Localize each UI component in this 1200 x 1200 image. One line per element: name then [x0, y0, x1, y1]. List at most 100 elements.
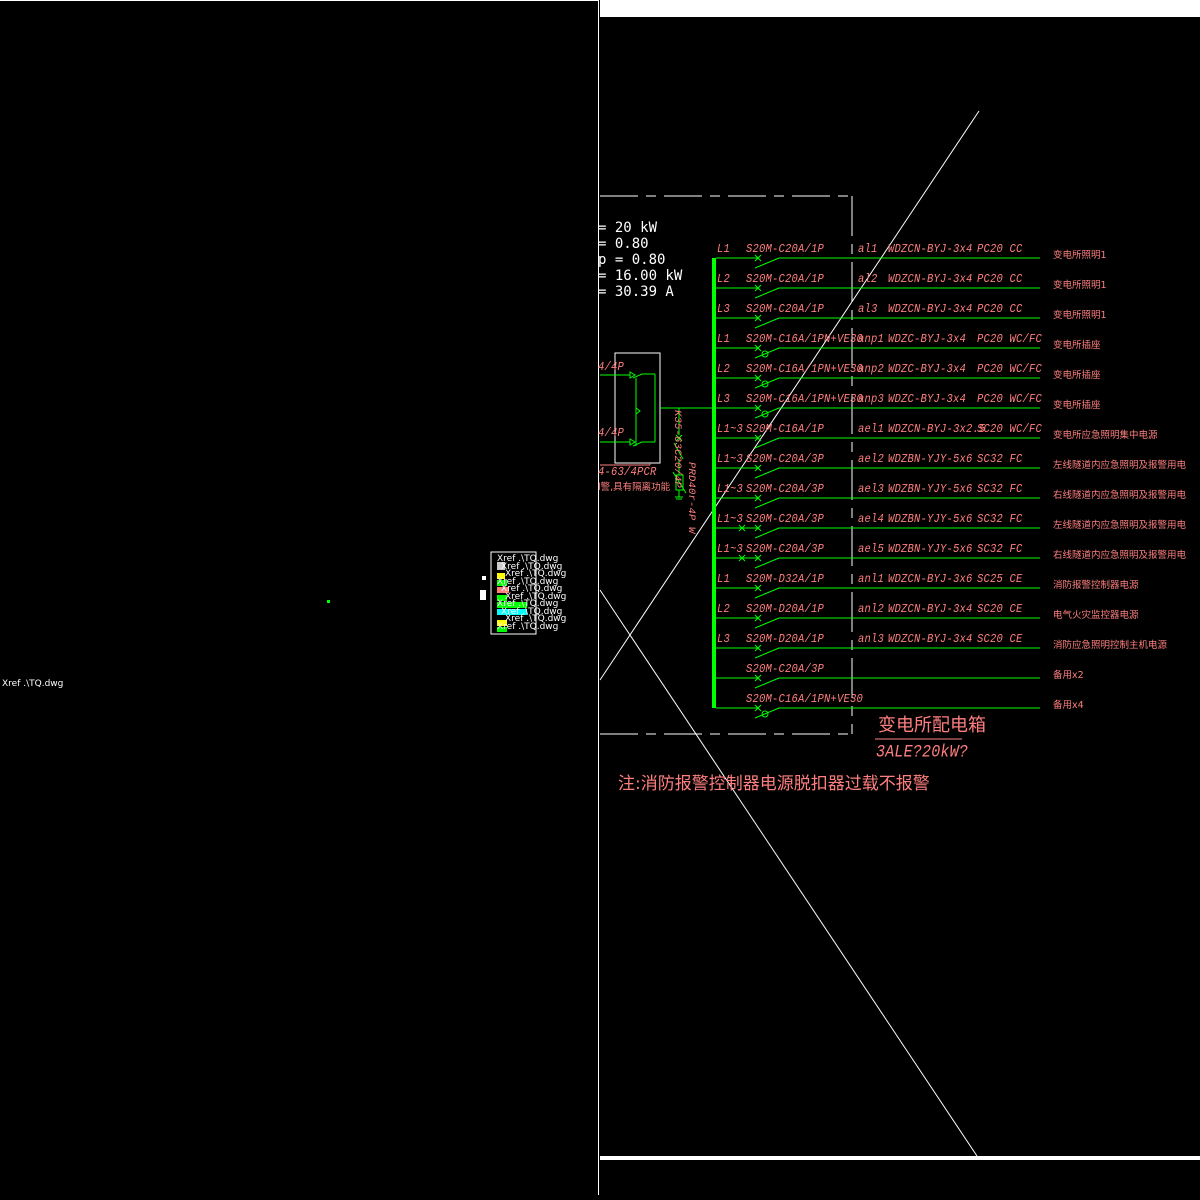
- xref-block-label: Xref .\TQ.dwg: [497, 576, 559, 587]
- breaker-x-mark: [754, 494, 762, 502]
- circuit-breaker: S20M-C20A/3P: [746, 542, 825, 557]
- circuit-id: al2: [858, 272, 878, 287]
- breaker-contact: [754, 647, 780, 659]
- circuit-breaker: S20M-C20A/3P: [746, 452, 825, 467]
- circuit-cable: WDZCN-BYJ-3x6: [888, 572, 973, 587]
- circuit-cable: WDZBN-YJY-5x6: [888, 482, 973, 497]
- breaker-x-mark: [754, 374, 762, 382]
- circuit-conduit: SC25 CE: [977, 572, 1023, 587]
- circuit-cable: WDZC-BYJ-3x4: [888, 362, 967, 377]
- circuit-conduit: SC32 FC: [977, 482, 1023, 497]
- circuit-description: 消防报警控制器电源: [1053, 580, 1139, 591]
- circuit-phase: L2: [717, 272, 731, 287]
- breaker-contact: [754, 557, 780, 569]
- circuit-breaker: S20M-C16A/1PN+VE30: [746, 392, 864, 407]
- circuit-phase: L3: [717, 392, 731, 407]
- circuit-phase: L3: [717, 302, 731, 317]
- xref-block-label: Xref .\TQ.dwg: [497, 621, 559, 632]
- circuit-phase: L1~3: [717, 482, 744, 497]
- surge-protector: [672, 408, 687, 500]
- circuit-cable: WDZCN-BYJ-3x4: [888, 242, 973, 257]
- circuit-conduit: SC20 WC/FC: [977, 422, 1043, 437]
- circuit-conduit: PC20 WC/FC: [977, 332, 1043, 347]
- circuit-conduit: SC32 FC: [977, 542, 1023, 557]
- circuit-breaker: S20M-C20A/3P: [746, 512, 825, 527]
- breaker-x-mark: [754, 434, 762, 442]
- ats-model: 4-63/4PCR: [598, 465, 657, 480]
- circuit-id: anl3: [858, 632, 885, 647]
- circuit-cable: WDZCN-BYJ-3x2.5: [888, 422, 986, 437]
- circuit-phase: L1~3: [717, 542, 744, 557]
- xref-block-label: Xref .\TQ.dwg: [505, 591, 567, 602]
- breaker-x-mark: [754, 254, 762, 262]
- circuit-conduit: PC20 CC: [977, 272, 1023, 287]
- breaker-contact: [754, 617, 780, 629]
- xref-block-label: Xref .\TQ.dwg: [497, 554, 559, 564]
- circuit-conduit: PC20 CC: [977, 242, 1023, 257]
- circuit-phase: L1: [717, 242, 731, 257]
- rcd-symbol: [761, 710, 769, 718]
- panel-code: 3ALE?20kW?: [876, 742, 969, 763]
- circuit-conduit: SC20 CE: [977, 632, 1023, 647]
- breaker-contact: [754, 677, 780, 689]
- rcd-symbol: [761, 350, 769, 358]
- incoming-breaker-bottom: 4/4P: [598, 426, 625, 441]
- calc-line-ijs: = 30.39 A: [598, 284, 674, 300]
- circuit-breaker: S20M-C20A/1P: [746, 242, 825, 257]
- circuit-breaker: S20M-D32A/1P: [746, 572, 825, 587]
- circuit-breaker: S20M-D20A/1P: [746, 632, 825, 647]
- xref-block-label: Xref .\TQ.dwg: [505, 569, 567, 579]
- xref-block[interactable]: [480, 551, 537, 635]
- circuit-description: 消防应急照明控制主机电源: [1053, 640, 1168, 651]
- circuit-phase: L1~3: [717, 452, 744, 467]
- circuit-description: 变电所照明1: [1053, 280, 1107, 291]
- circuit-description: 变电所照明1: [1053, 250, 1107, 261]
- breaker-x-mark: [754, 284, 762, 292]
- breaker-contact: [754, 497, 780, 509]
- circuit-cable: WDZCN-BYJ-3x4: [888, 632, 973, 647]
- breaker-x-mark: [738, 524, 746, 532]
- circuit-breaker: S20M-D20A/1P: [746, 602, 825, 617]
- circuit-phase: L3: [717, 632, 731, 647]
- circuit-breaker: S20M-C16A/1PN+VE30: [746, 332, 864, 347]
- circuit-cable: WDZCN-BYJ-3x4: [888, 302, 973, 317]
- circuit-phase: L2: [717, 602, 731, 617]
- circuit-cable: WDZC-BYJ-3x4: [888, 392, 967, 407]
- circuit-id: al3: [858, 302, 878, 317]
- rcd-symbol: [761, 410, 769, 418]
- circuit-id: anp3: [858, 392, 885, 407]
- xref-block-label: Xref .\TQ.dwg: [501, 584, 563, 594]
- main-busbar: [712, 258, 716, 708]
- circuit-id: anl2: [858, 602, 885, 617]
- circuit-breaker: S20M-C20A/1P: [746, 272, 825, 287]
- circuit-id: ael5: [858, 542, 885, 557]
- breaker-x-mark: [754, 524, 762, 532]
- breaker-x-mark: [754, 314, 762, 322]
- circuit-id: anp1: [858, 332, 885, 347]
- breaker-x-mark: [754, 584, 762, 592]
- breaker-contact: [754, 317, 780, 329]
- breaker-contact: [754, 257, 780, 269]
- circuit-description: 电气火灾监控器电源: [1053, 610, 1139, 621]
- incoming-breaker-top: 4/4P: [598, 360, 625, 375]
- panel-name: 变电所配电箱: [878, 715, 986, 736]
- breaker-contact: [754, 437, 780, 449]
- breaker-x-mark: [754, 464, 762, 472]
- circuit-description: 变电所插座: [1053, 340, 1101, 351]
- breaker-x-mark: [754, 704, 762, 712]
- circuit-description: 变电所插座: [1053, 370, 1101, 381]
- breaker-contact: [754, 377, 780, 389]
- xref-label-left: Xref .\TQ.dwg: [2, 679, 64, 689]
- breaker-contact: [754, 587, 780, 599]
- circuit-id: anp2: [858, 362, 885, 377]
- circuit-cable: WDZBN-YJY-5x6: [888, 542, 973, 557]
- breaker-x-mark: [738, 554, 746, 562]
- circuit-conduit: PC20 WC/FC: [977, 392, 1043, 407]
- circuit-breaker: S20M-C20A/1P: [746, 302, 825, 317]
- ats-switch: [600, 352, 714, 466]
- circuit-phase: L1: [717, 572, 731, 587]
- breaker-x-mark: [754, 404, 762, 412]
- circuit-breaker: S20M-C20A/3P: [746, 662, 825, 677]
- breaker-x-mark: [754, 644, 762, 652]
